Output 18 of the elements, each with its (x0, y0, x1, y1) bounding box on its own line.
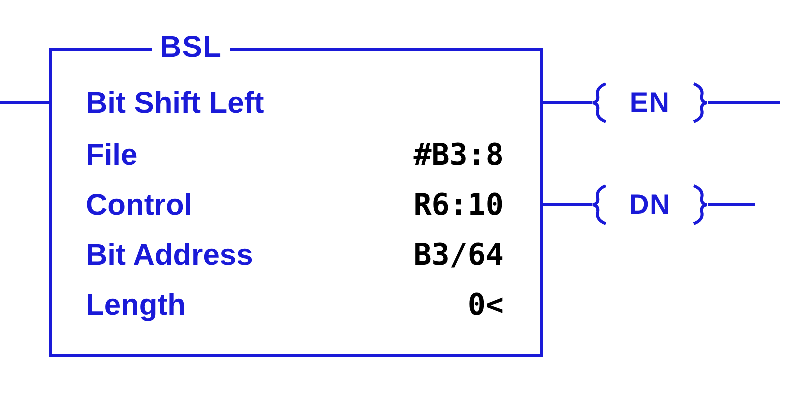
parameter-name: File (86, 138, 138, 174)
parameter-value: #B3:8 (414, 137, 504, 175)
rung-line (543, 204, 592, 206)
rung-line (708, 102, 780, 104)
instruction-description: Bit Shift Left (86, 86, 264, 122)
coil-label: EN (630, 86, 670, 120)
rung-line (0, 102, 49, 104)
parameter-name: Control (86, 188, 193, 224)
parameter-value: 0< (468, 287, 504, 325)
rung-line (708, 204, 755, 206)
rung-line (543, 102, 592, 104)
output-coil (592, 184, 708, 226)
parameter-value: B3/64 (414, 237, 504, 275)
coil-label: DN (629, 188, 671, 222)
parameter-name: Bit Address (86, 238, 254, 274)
parameter-value: R6:10 (414, 187, 504, 225)
parameter-name: Length (86, 288, 186, 324)
output-coil (592, 82, 708, 124)
